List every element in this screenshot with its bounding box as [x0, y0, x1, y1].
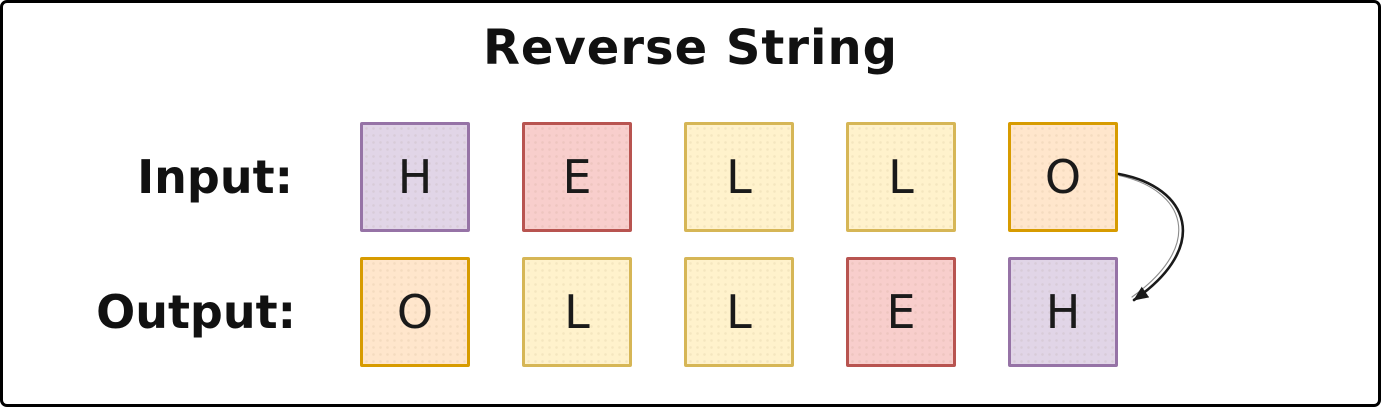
output-box-1: O	[360, 257, 470, 367]
diagram-title: Reverse String	[482, 20, 899, 76]
output-box-2: L	[522, 257, 632, 367]
output-letter-1: O	[396, 285, 434, 339]
output-box-5: H	[1008, 257, 1118, 367]
input-box-4: L	[846, 122, 956, 232]
input-box-1: H	[360, 122, 470, 232]
output-letter-2: L	[564, 285, 590, 339]
input-label: Input:	[137, 150, 293, 204]
input-box-2: E	[522, 122, 632, 232]
input-box-5: O	[1008, 122, 1118, 232]
input-letter-3: L	[726, 150, 752, 204]
output-letter-3: L	[726, 285, 752, 339]
input-letter-5: O	[1044, 150, 1082, 204]
input-letter-4: L	[888, 150, 914, 204]
input-box-3: L	[684, 122, 794, 232]
output-box-4: E	[846, 257, 956, 367]
output-letter-4: E	[886, 285, 916, 339]
output-box-3: L	[684, 257, 794, 367]
output-letter-5: H	[1045, 285, 1081, 339]
input-letter-2: E	[562, 150, 592, 204]
input-letter-1: H	[397, 150, 433, 204]
output-label: Output:	[96, 285, 296, 339]
